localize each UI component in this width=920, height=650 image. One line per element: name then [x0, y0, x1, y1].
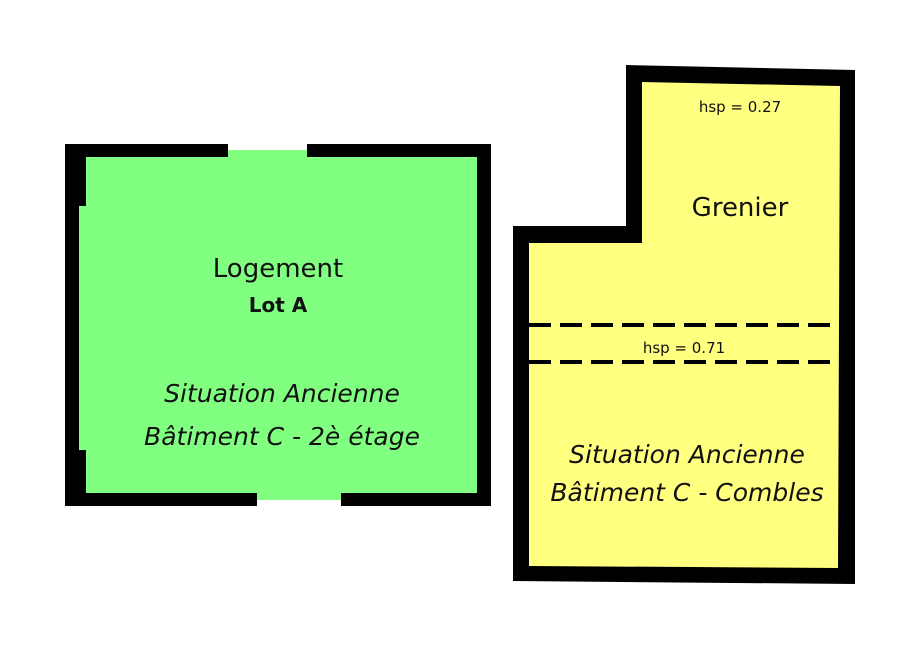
room-logement: Logement Lot A Situation Ancienne Bâtime…: [65, 144, 491, 506]
logement-wall-top-left: [65, 144, 228, 157]
logement-wall-left-inner-top: [79, 157, 86, 206]
grenier-situation-line2: Bâtiment C - Combles: [550, 478, 823, 507]
logement-lot-label: Lot A: [249, 293, 308, 317]
logement-wall-bottom-right: [341, 493, 491, 506]
grenier-hsp-top: hsp = 0.27: [699, 98, 781, 116]
logement-wall-bottom-left: [65, 493, 257, 506]
logement-wall-left: [65, 144, 79, 506]
logement-room-name: Logement: [213, 254, 343, 284]
logement-floor: [70, 150, 484, 500]
room-grenier: hsp = 0.27 Grenier hsp = 0.71 Situation …: [513, 65, 855, 584]
logement-situation-line2: Bâtiment C - 2è étage: [144, 422, 420, 451]
logement-wall-top-right: [307, 144, 491, 157]
grenier-hsp-middle: hsp = 0.71: [643, 339, 725, 357]
grenier-room-name: Grenier: [692, 193, 789, 223]
grenier-situation-line1: Situation Ancienne: [569, 440, 805, 469]
logement-wall-right: [477, 144, 491, 506]
logement-wall-left-inner-bottom: [79, 450, 86, 493]
logement-situation-line1: Situation Ancienne: [164, 379, 400, 408]
